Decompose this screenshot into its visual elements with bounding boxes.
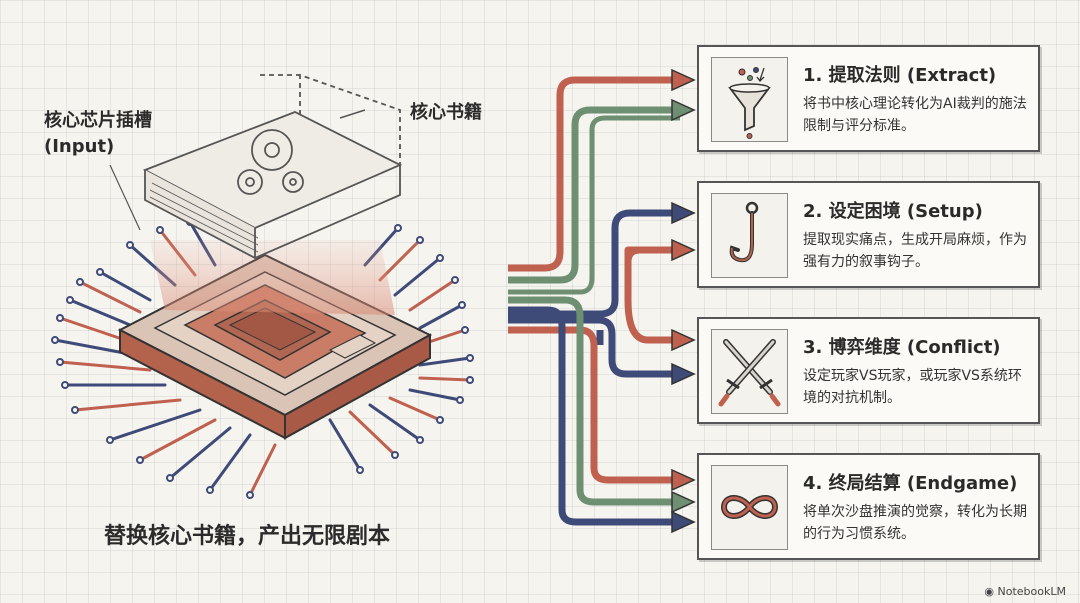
flow-arrows [508,80,680,522]
icon-box [711,329,788,414]
icon-box [711,193,788,278]
step-description: 将单次沙盘推演的觉察，转化为长期的行为习惯系统。 [803,501,1035,545]
hook-icon [712,194,787,277]
brand-logo: ◉ NotebookLM [984,585,1066,598]
arrow-heads [672,70,694,532]
step-title: 4. 终局结算 (Endgame) [803,469,1017,495]
book-illustration [145,75,400,258]
chip-slot-label-line2: (Input) [44,134,152,160]
step-card-conflict: 3. 博弈维度 (Conflict) 设定玩家VS玩家，或玩家VS系统环境的对抗… [697,317,1040,424]
caption: 替换核心书籍，产出无限剧本 [104,518,390,550]
step-description: 提取现实痛点，生成开局麻烦，作为强有力的叙事钩子。 [803,229,1035,273]
step-title: 3. 博弈维度 (Conflict) [803,333,1001,359]
step-card-endgame: 4. 终局结算 (Endgame) 将单次沙盘推演的觉察，转化为长期的行为习惯系… [697,453,1040,560]
book-label: 核心书籍 [410,98,482,124]
step-title: 1. 提取法则 (Extract) [803,61,996,87]
funnel-icon [712,58,787,141]
chip-slot-label: 核心芯片插槽 (Input) [44,108,152,160]
step-card-extract: 1. 提取法则 (Extract) 将书中核心理论转化为AI裁判的施法限制与评分… [697,45,1040,152]
step-description: 设定玩家VS玩家，或玩家VS系统环境的对抗机制。 [803,365,1035,409]
book-label-leader [340,110,365,118]
icon-box [711,465,788,550]
crossed-swords-icon [712,330,787,413]
step-description: 将书中核心理论转化为AI裁判的施法限制与评分标准。 [803,93,1035,137]
infinity-icon [712,466,787,549]
step-title: 2. 设定困境 (Setup) [803,197,983,223]
step-card-setup: 2. 设定困境 (Setup) 提取现实痛点，生成开局麻烦，作为强有力的叙事钩子… [697,181,1040,288]
brand-logo-text: NotebookLM [998,585,1066,598]
brand-logo-icon: ◉ [984,585,997,598]
chip-slot-label-line1: 核心芯片插槽 [44,108,152,134]
icon-box [711,57,788,142]
